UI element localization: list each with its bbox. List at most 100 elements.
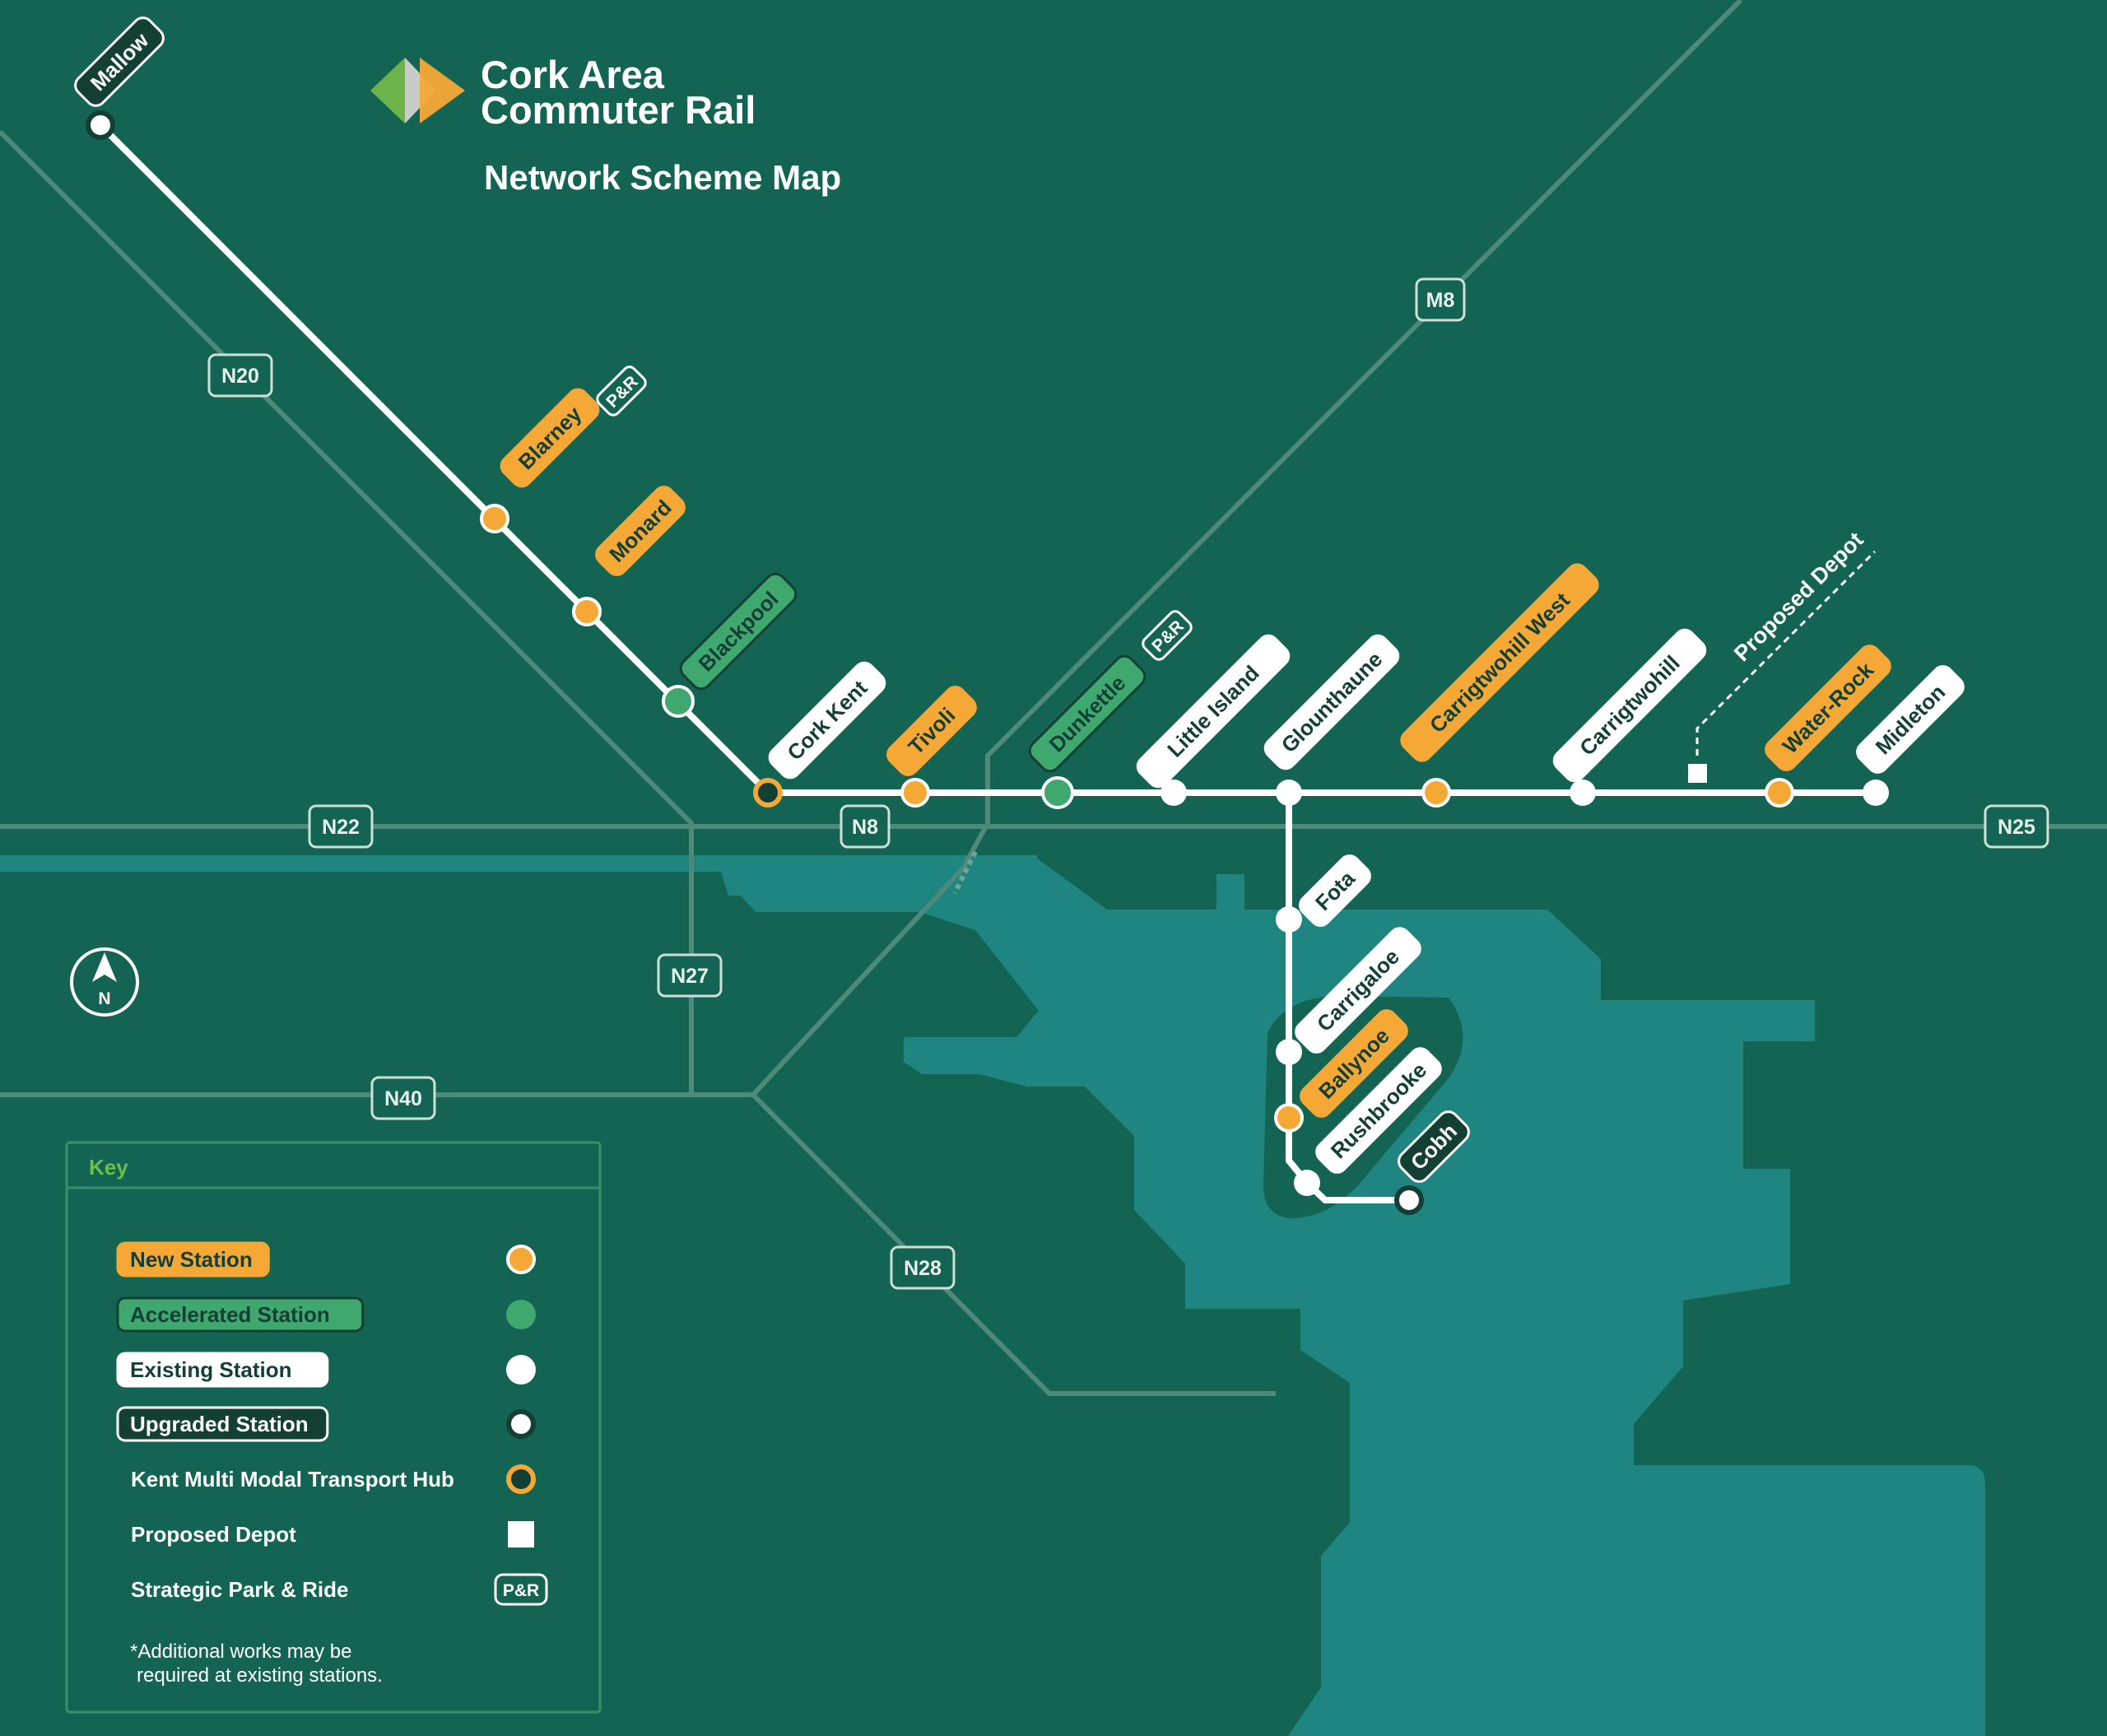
station-label-pill [1398, 1110, 1470, 1183]
existing-station-marker [1294, 1170, 1320, 1196]
legend-label-pill [116, 1406, 329, 1442]
station-label-pill [768, 661, 886, 780]
road-n28 [751, 1092, 1276, 1396]
station-label-pill [679, 572, 798, 691]
legend-symbol [506, 1300, 536, 1329]
legend-note-line-2: required at existing stations. [137, 1664, 383, 1687]
existing-station-marker [1570, 780, 1596, 806]
existing-station-marker [1276, 780, 1302, 806]
station-label-pill [1552, 628, 1707, 783]
depot-square [1688, 764, 1707, 783]
legend-item-hub: Kent Multi Modal Transport Hub [131, 1464, 536, 1494]
accelerated-station-marker [662, 685, 695, 718]
legend-symbol [506, 1464, 536, 1494]
station-label-pill [1295, 927, 1421, 1054]
upgraded-station-marker [1394, 1185, 1424, 1215]
legend-label-pill [116, 1296, 365, 1333]
legend-item-upgraded: Upgraded Station [116, 1406, 536, 1442]
logo-green-chevron [370, 58, 405, 123]
title-line-2: Commuter Rail [481, 88, 756, 132]
legend-item-accelerated: Accelerated Station [116, 1296, 536, 1333]
road-m8 [751, 0, 1743, 1097]
legend-label: New Station [130, 1247, 253, 1272]
road-shield-label: N22 [322, 816, 360, 839]
road-shield-label: N27 [671, 965, 709, 988]
legend-label: Existing Station [130, 1357, 291, 1382]
road-shield-label: N25 [1998, 816, 2035, 839]
legend-label: Kent Multi Modal Transport Hub [131, 1467, 454, 1492]
legend-label: Proposed Depot [131, 1522, 296, 1547]
road-tunnel [952, 850, 978, 895]
north-compass: N [70, 947, 139, 1017]
new-station-marker [900, 778, 930, 807]
track-mallow-line [97, 122, 771, 796]
legend-label-pill [116, 1352, 329, 1388]
road-shield-n8: N8 [840, 804, 891, 849]
legend-item-pr: Strategic Park & Ride P&R [131, 1573, 548, 1606]
legend-symbol [506, 1355, 536, 1385]
existing-station-marker [1863, 780, 1889, 806]
road-shield-label: N28 [904, 1257, 942, 1280]
compass-ring [70, 947, 139, 1017]
road-shield-box [1415, 277, 1466, 322]
legend-label: Strategic Park & Ride [131, 1577, 348, 1602]
road-shield-box [890, 1245, 956, 1290]
road-shield-n20: N20 [207, 353, 273, 398]
legend-symbol [506, 1409, 536, 1439]
new-station-marker [1421, 778, 1451, 807]
station-label-pill [1136, 634, 1291, 789]
road-shield-box [840, 804, 891, 849]
new-station-marker [1274, 1103, 1304, 1133]
road-shield-label: N20 [221, 365, 259, 388]
road-shield-m8: M8 [1415, 277, 1466, 322]
road-shield-box [308, 804, 374, 849]
road-shield-label: M8 [1426, 289, 1455, 312]
legend-symbol [506, 1245, 536, 1274]
legend-symbol [494, 1573, 548, 1606]
station-label-pill [74, 16, 165, 107]
title-line-1: Cork Area [481, 53, 665, 96]
legend-label: Upgraded Station [130, 1412, 309, 1436]
road-shield-n27: N27 [657, 953, 723, 998]
legend-label-pill [116, 1241, 270, 1278]
station-label-pill [1263, 634, 1400, 770]
north-arrow-icon [92, 952, 117, 982]
new-station-marker [1765, 778, 1794, 807]
compass-letter: N [98, 989, 110, 1008]
station-monard[interactable]: Monard [572, 483, 688, 626]
road-shield-box [1984, 804, 2049, 849]
station-label-pill [595, 486, 686, 576]
depot-leader-line [1695, 550, 1877, 756]
station-label-pill [500, 388, 600, 488]
upgraded-station-marker [86, 110, 115, 140]
station-label-pill [1299, 854, 1371, 927]
road-shield-n25: N25 [1984, 804, 2049, 849]
existing-station-marker [1276, 906, 1302, 933]
legend-item-depot: Proposed Depot [131, 1521, 534, 1548]
legend-pr-symbol: P&R [503, 1581, 539, 1600]
park-ride-badge [596, 365, 647, 417]
logo-orange-chevron [420, 58, 465, 123]
road-shield-n40: N40 [370, 1076, 436, 1120]
new-station-marker [480, 504, 509, 533]
legend-label: Accelerated Station [130, 1302, 330, 1327]
lough-mahon [716, 855, 1985, 1736]
legend-title: Key [89, 1155, 128, 1180]
legend-note-line-1: *Additional works may be [130, 1641, 351, 1663]
road-shield-n28: N28 [890, 1245, 956, 1290]
road-shield-box [370, 1076, 436, 1120]
new-station-marker [572, 597, 602, 626]
map-subtitle: Network Scheme Map [484, 158, 841, 197]
existing-station-marker [1160, 780, 1187, 806]
legend-box [65, 1141, 602, 1714]
station-label-pill [886, 686, 977, 776]
station-label-pill [1300, 1009, 1408, 1118]
existing-station-marker [1276, 1039, 1302, 1065]
road-shield-box [657, 953, 723, 998]
hub-station-marker [753, 778, 783, 807]
road-shield-label: N8 [852, 816, 878, 839]
